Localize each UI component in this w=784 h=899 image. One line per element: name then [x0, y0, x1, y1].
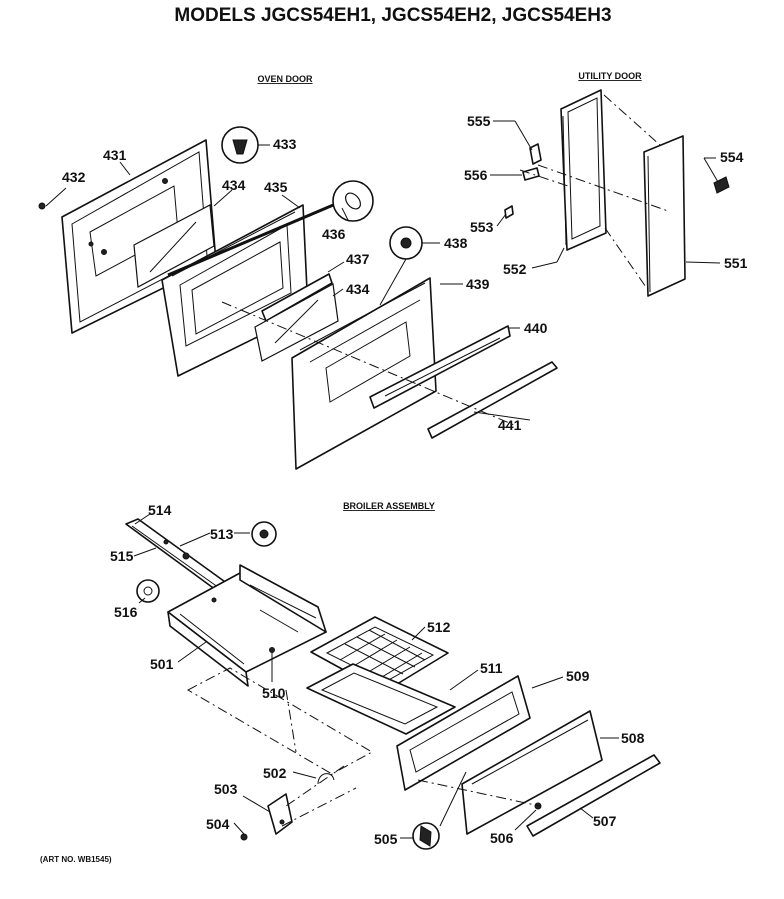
- callout-432: 432: [62, 169, 86, 185]
- part-437-seal-strip: [261, 273, 333, 322]
- callout-509: 509: [566, 668, 590, 684]
- part-556-hinge-pin: [522, 167, 540, 181]
- part-508-drawer-front-panel: [461, 710, 603, 835]
- callout-516: 516: [114, 604, 138, 620]
- callout-503: 503: [214, 781, 238, 797]
- callout-440: 440: [524, 320, 548, 336]
- part-501-broiler-drawer-body: [167, 564, 327, 687]
- part-511-broiler-pan: [306, 663, 456, 735]
- callout-555: 555: [467, 113, 491, 129]
- callout-513: 513: [210, 526, 234, 542]
- section-oven-door: OVEN DOOR: [257, 74, 313, 84]
- callout-434-rear: 434: [222, 177, 246, 193]
- callout-431: 431: [103, 147, 127, 163]
- callout-554: 554: [720, 149, 744, 165]
- oven-door-leaders: [45, 144, 531, 426]
- callout-labels: 431 432 433 434 435 436 437 434 438 439 …: [62, 113, 748, 847]
- part-440-handle-trim: [369, 325, 511, 409]
- callout-439: 439: [466, 276, 490, 292]
- callout-502: 502: [263, 765, 287, 781]
- part-553-clip: [504, 205, 514, 219]
- callout-435: 435: [264, 179, 288, 195]
- part-516-roller: [136, 579, 160, 603]
- callout-510: 510: [262, 685, 286, 701]
- part-555-hinge: [529, 143, 542, 165]
- section-utility-door: UTILITY DOOR: [578, 71, 642, 81]
- callout-556: 556: [464, 167, 488, 183]
- callout-553: 553: [470, 219, 494, 235]
- callout-433: 433: [273, 136, 297, 152]
- utility-door-assembly: [490, 89, 730, 297]
- part-436-rod: [167, 201, 339, 277]
- callout-552: 552: [503, 261, 527, 277]
- callout-438: 438: [444, 235, 468, 251]
- callout-434-front: 434: [346, 281, 370, 297]
- callout-504: 504: [206, 816, 230, 832]
- callout-441: 441: [498, 417, 522, 433]
- part-554-knob: [713, 176, 730, 194]
- part-502-hook: [317, 773, 335, 785]
- part-509-drawer-front-frame: [396, 675, 531, 791]
- callout-551: 551: [724, 255, 748, 271]
- part-431-inner-door-frame: [61, 139, 217, 334]
- callout-511: 511: [480, 660, 503, 676]
- part-504-screw: [240, 833, 248, 841]
- part-503-bracket: [267, 793, 293, 835]
- callout-501: 501: [150, 656, 174, 672]
- oven-door-assembly: [38, 126, 558, 470]
- part-551-utility-door-panel: [643, 135, 686, 297]
- part-552-utility-door-frame: [560, 89, 607, 251]
- part-441-door-handle: [427, 361, 558, 439]
- callout-436: 436: [322, 226, 346, 242]
- art-number: (ART NO. WB1545): [40, 855, 112, 864]
- part-439-outer-door-panel: [291, 277, 437, 470]
- callout-506: 506: [490, 830, 514, 846]
- broiler-leaders: [133, 513, 619, 839]
- callout-508: 508: [621, 730, 645, 746]
- part-507-drawer-handle: [526, 754, 661, 837]
- callout-507: 507: [593, 813, 617, 829]
- part-432-screw: [38, 202, 46, 210]
- page-title: MODELS JGCS54EH1, JGCS54EH2, JGCS54EH3: [174, 5, 611, 26]
- callout-512: 512: [427, 619, 451, 635]
- callout-505: 505: [374, 831, 398, 847]
- callout-514: 514: [148, 502, 172, 518]
- broiler-assembly: [125, 518, 661, 850]
- callout-437: 437: [346, 251, 370, 267]
- callout-515: 515: [110, 548, 134, 564]
- section-broiler-assembly: BROILER ASSEMBLY: [343, 501, 435, 511]
